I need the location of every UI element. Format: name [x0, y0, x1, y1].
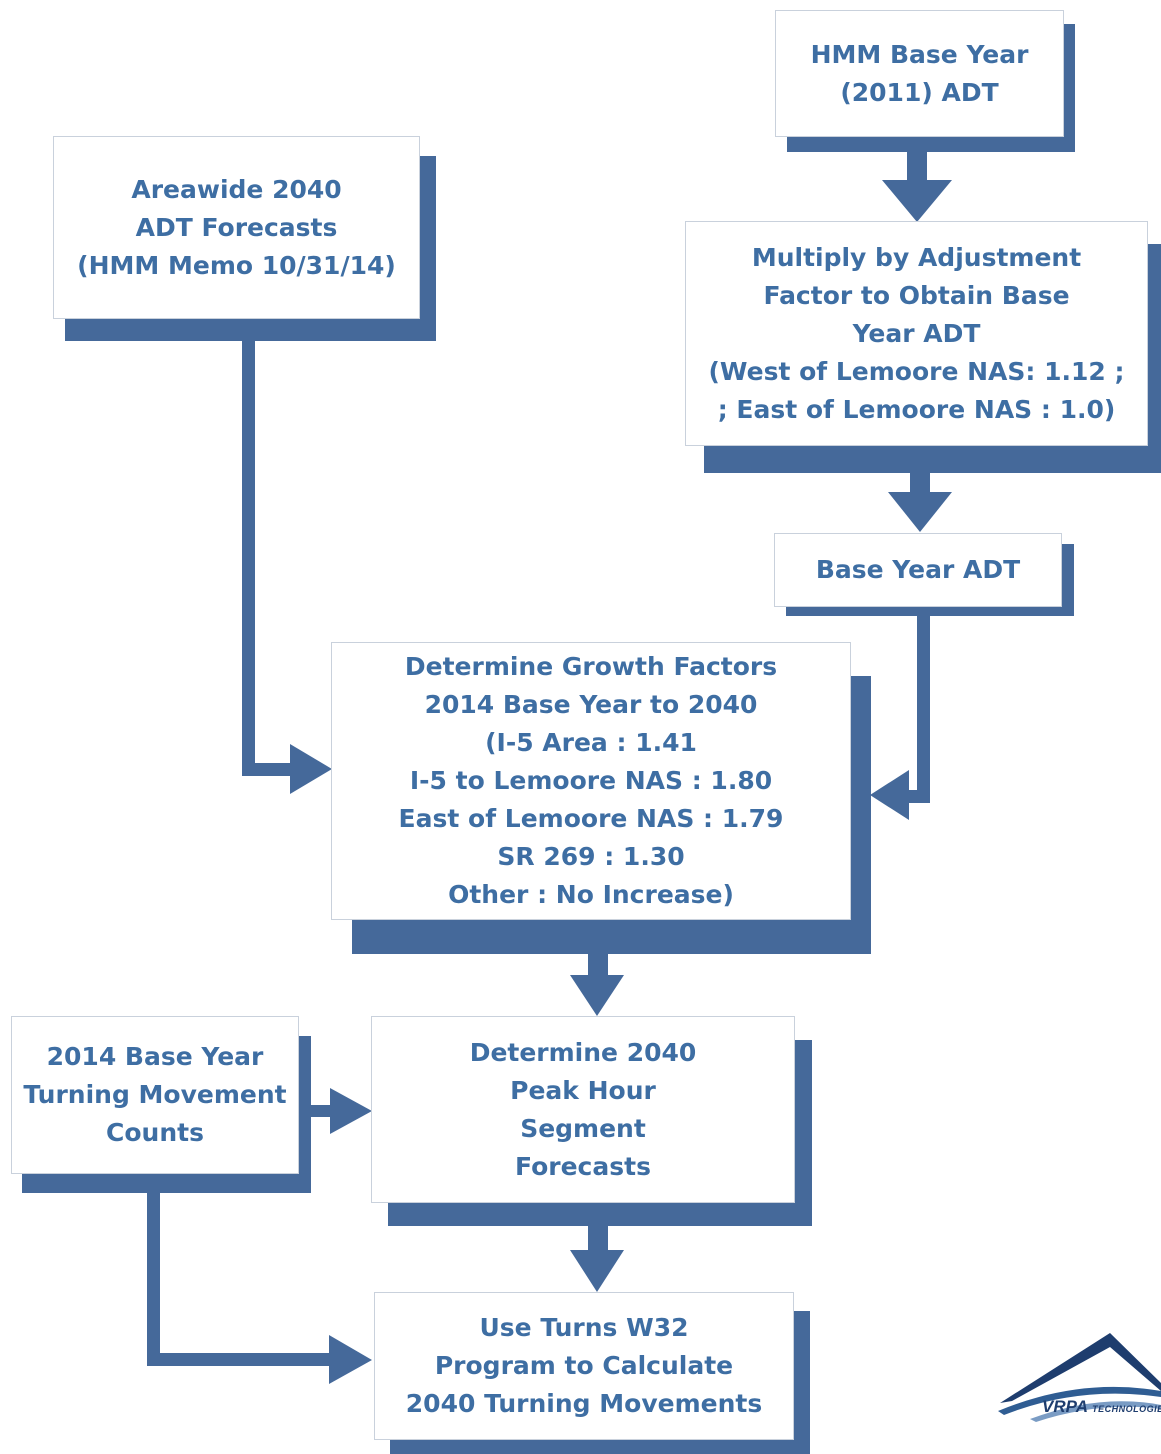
box-line: Forecasts	[515, 1151, 651, 1181]
box-line: Factor to Obtain Base	[763, 280, 1070, 310]
arrow-to-growth-right	[870, 770, 909, 820]
logo-wordmark: VRPA TECHNOLOGIES	[1042, 1397, 1161, 1417]
box-line: (I-5 Area : 1.41	[485, 728, 697, 757]
connector-counts-vertical	[147, 1190, 160, 1366]
connector-counts-horizontal	[147, 1353, 333, 1366]
box-line: SR 269 : 1.30	[497, 842, 685, 871]
peak-hour-box: Determine 2040 Peak Hour Segment Forecas…	[371, 1016, 795, 1203]
turning-counts-box: 2014 Base Year Turning Movement Counts	[11, 1016, 299, 1174]
connector-growth-to-peak	[588, 952, 608, 978]
box-line: Multiply by Adjustment	[751, 242, 1082, 272]
box-line: HMM Base Year	[810, 39, 1029, 69]
growth-factors-box: Determine Growth Factors 2014 Base Year …	[331, 642, 851, 920]
connector-areawide-horizontal	[242, 763, 294, 776]
arrow-to-peak-left	[330, 1088, 372, 1134]
box-line: Program to Calculate	[434, 1351, 734, 1380]
box-line: East of Lemoore NAS : 1.79	[398, 804, 784, 833]
arrow-to-adjustment	[882, 180, 952, 222]
mountain-wave-icon	[998, 1333, 1161, 1422]
hmm-base-year-box: HMM Base Year (2011) ADT	[775, 10, 1064, 137]
areawide-forecasts-box: Areawide 2040 ADT Forecasts (HMM Memo 10…	[53, 136, 420, 319]
connector-base-year-vertical	[917, 615, 930, 803]
connector-hmm-to-adjustment	[907, 150, 927, 182]
box-line: (HMM Memo 10/31/14)	[77, 250, 396, 280]
vrpa-logo: VRPA TECHNOLOGIES	[990, 1325, 1161, 1445]
box-line: Areawide 2040	[131, 174, 342, 204]
box-line: Other : No Increase)	[448, 880, 734, 909]
box-line: I-5 to Lemoore NAS : 1.80	[409, 766, 773, 795]
box-line: Determine Growth Factors	[404, 652, 778, 681]
box-line: 2014 Base Year	[46, 1042, 264, 1071]
box-line: Use Turns W32	[479, 1313, 689, 1342]
arrow-to-growth-left	[290, 744, 332, 794]
box-line: 2014 Base Year to 2040	[424, 690, 758, 719]
box-line: (West of Lemoore NAS: 1.12 ;	[708, 356, 1125, 386]
arrow-to-base-year	[888, 492, 952, 532]
box-line: Peak Hour	[510, 1075, 656, 1105]
connector-base-year-horizontal	[906, 790, 930, 803]
adjustment-factor-box: Multiply by Adjustment Factor to Obtain …	[685, 221, 1148, 446]
base-year-adt-box: Base Year ADT	[774, 533, 1062, 607]
box-line: Year ADT	[852, 318, 981, 348]
box-line: Base Year ADT	[815, 555, 1021, 584]
box-line: ; East of Lemoore NAS : 1.0)	[717, 394, 1116, 424]
box-line: Segment	[520, 1113, 646, 1143]
connector-peak-to-turns	[588, 1224, 608, 1252]
logo-name: VRPA	[1042, 1397, 1088, 1416]
connector-adjustment-to-base-year	[910, 472, 930, 494]
box-line: Determine 2040	[469, 1037, 697, 1067]
box-line: (2011) ADT	[840, 77, 999, 107]
turns-w32-box: Use Turns W32 Program to Calculate 2040 …	[374, 1292, 794, 1440]
box-line: ADT Forecasts	[135, 212, 338, 242]
arrow-to-turns	[570, 1250, 624, 1292]
box-line: Counts	[106, 1118, 204, 1147]
connector-areawide-vertical	[242, 340, 255, 776]
box-line: Turning Movement	[23, 1080, 287, 1109]
logo-suffix: TECHNOLOGIES	[1092, 1404, 1161, 1414]
box-line: 2040 Turning Movements	[405, 1389, 763, 1418]
arrow-to-turns-left	[329, 1335, 372, 1384]
arrow-to-peak	[570, 975, 624, 1016]
